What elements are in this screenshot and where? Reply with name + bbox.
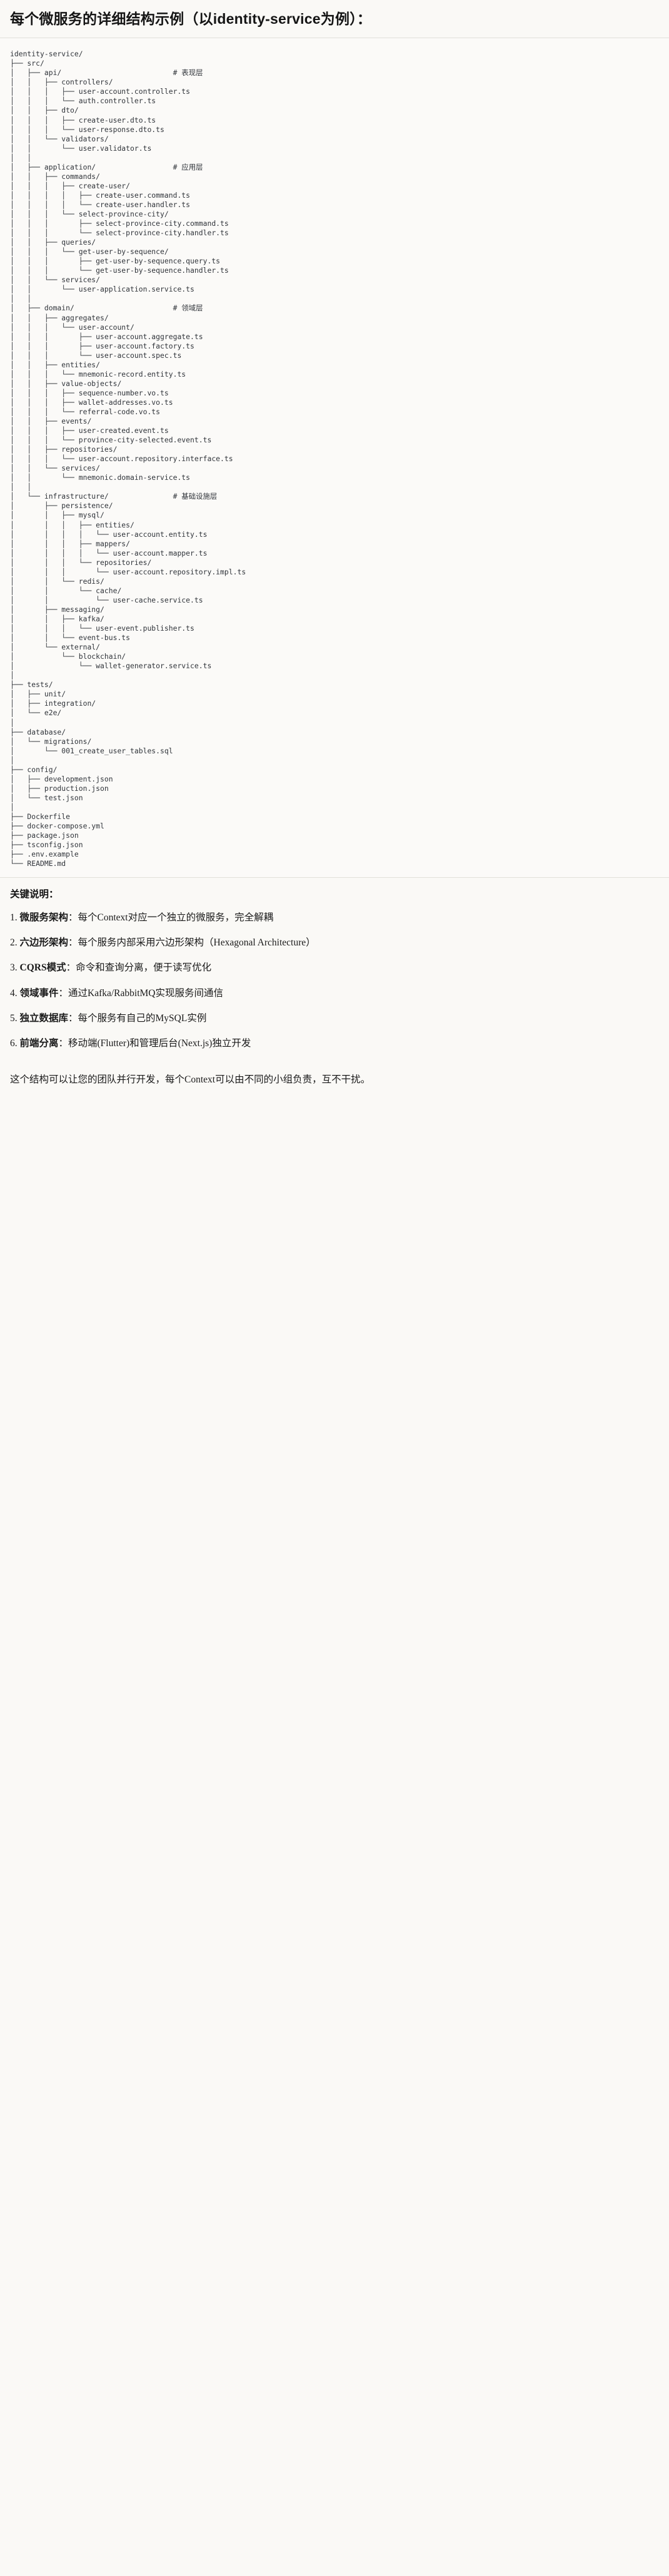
key-point-label: 领域事件: [19, 987, 59, 999]
key-point-text: ：命令和查询分离，便于读写优化: [66, 962, 212, 974]
key-point-text: ：移动端(Flutter)和管理后台(Next.js)独立开发: [58, 1038, 251, 1049]
key-point-label: CQRS模式: [19, 962, 66, 974]
key-points-heading: 关键说明：: [10, 889, 59, 900]
key-point-label: 六边形架构: [19, 937, 69, 949]
document-page: 每个微服务的详细结构示例（以identity-service为例）： ident…: [0, 0, 669, 1089]
key-point-label: 微服务架构: [19, 912, 69, 923]
page-title: 每个微服务的详细结构示例（以identity-service为例）：: [10, 11, 372, 27]
code-block-divider: [0, 877, 669, 878]
key-points-section: 关键说明： 微服务架构：每个Context对应一个独立的微服务，完全解耦 六边形…: [0, 878, 669, 1064]
key-points-list: 微服务架构：每个Context对应一个独立的微服务，完全解耦 六边形架构：每个服…: [10, 910, 659, 1051]
list-item: 独立数据库：每个服务有自己的MySQL实例: [10, 1011, 659, 1026]
key-point-text: ：每个Context对应一个独立的微服务，完全解耦: [68, 912, 274, 923]
closing-paragraph: 这个结构可以让您的团队并行开发，每个Context可以由不同的小组负责，互不干扰…: [10, 1074, 371, 1086]
key-point-text: ：通过Kafka/RabbitMQ实现服务间通信: [58, 987, 223, 999]
key-point-text: ：每个服务内部采用六边形架构（Hexagonal Architecture）: [68, 937, 316, 949]
list-item: 领域事件：通过Kafka/RabbitMQ实现服务间通信: [10, 986, 659, 1000]
list-item: 六边形架构：每个服务内部采用六边形架构（Hexagonal Architectu…: [10, 935, 659, 950]
key-point-text: ：每个服务有自己的MySQL实例: [68, 1012, 207, 1024]
directory-tree: identity-service/ ├── src/ │ ├── api/ # …: [10, 49, 246, 868]
list-item: 前端分离：移动端(Flutter)和管理后台(Next.js)独立开发: [10, 1036, 659, 1051]
list-item: 微服务架构：每个Context对应一个独立的微服务，完全解耦: [10, 910, 659, 925]
key-point-label: 独立数据库: [19, 1012, 69, 1024]
code-block-tree: identity-service/ ├── src/ │ ├── api/ # …: [0, 38, 669, 878]
list-item: CQRS模式：命令和查询分离，便于读写优化: [10, 960, 659, 975]
key-point-label: 前端分离: [19, 1038, 59, 1049]
